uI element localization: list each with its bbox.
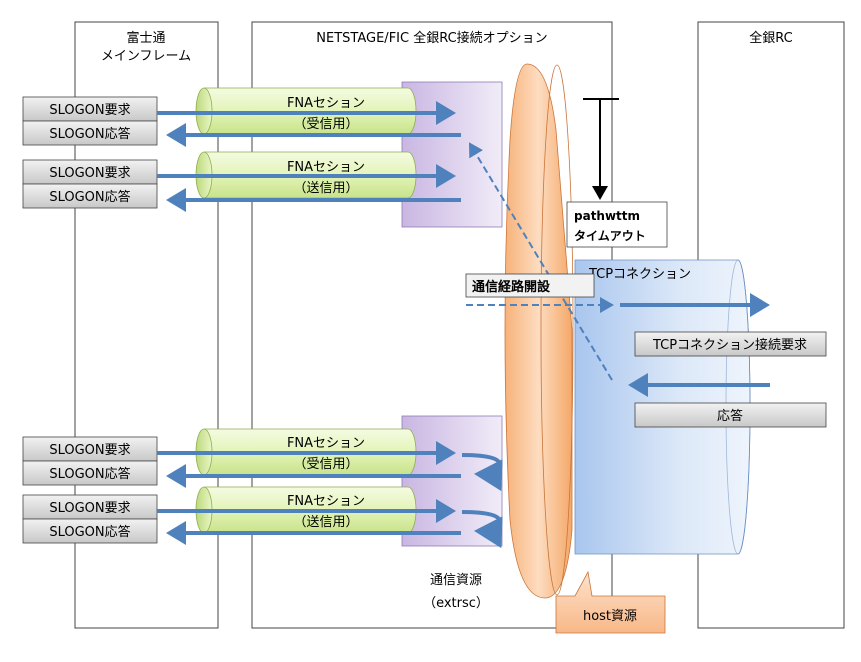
response-box [634, 402, 827, 428]
slogon-group-3: SLOGON要求 SLOGON応答 [22, 436, 158, 486]
slogon-group-2: SLOGON要求 SLOGON応答 [22, 159, 158, 209]
upper-resource-box [401, 81, 503, 228]
fna-sub-1: （受信用） [293, 117, 358, 132]
lower-resource-box [401, 415, 503, 547]
fna-label-2: FNAセション [287, 160, 365, 175]
fna-sub-4: （送信用） [293, 515, 358, 530]
dashed-diagonal-up [468, 142, 613, 381]
slogon-group-1: SLOGON要求 SLOGON応答 [22, 96, 158, 146]
tcp-connect-request-label: TCPコネクション接続要求 [652, 337, 807, 353]
response-label: 応答 [717, 408, 743, 424]
zengin-title: 全銀RC [749, 30, 792, 46]
fna-label-1: FNAセション [287, 96, 365, 111]
pathwttm-box [566, 201, 668, 248]
comm-resource-line1: 通信資源 [430, 573, 482, 588]
slogon-group-4: SLOGON要求 SLOGON応答 [22, 494, 158, 544]
host-resource-tube [504, 63, 574, 599]
tcp-connect-request-box [634, 331, 827, 357]
netstage-title: NETSTAGE/FIC 全銀RC接続オプション [316, 30, 547, 46]
pathwttm-line2: タイムアウト [574, 229, 646, 243]
route-open-box [465, 273, 595, 298]
slogon-request-3: SLOGON要求 [49, 443, 130, 458]
slogon-request-1: SLOGON要求 [49, 103, 130, 118]
fna-sub-2: （送信用） [293, 181, 358, 196]
tcp-connection-label: TCPコネクション [588, 267, 691, 282]
host-resource-label: host資源 [583, 609, 637, 624]
slogon-response-2: SLOGON応答 [49, 189, 130, 205]
slogon-response-1: SLOGON応答 [49, 126, 130, 142]
mainframe-title-line1: 富士通 [126, 30, 165, 46]
mainframe-title-line2: メインフレーム [101, 49, 191, 64]
fna-label-4: FNAセション [287, 494, 365, 509]
slogon-request-2: SLOGON要求 [49, 166, 130, 181]
fna-sub-3: （受信用） [293, 457, 358, 472]
loop-arrow-1 [461, 453, 503, 492]
route-open-label: 通信経路開設 [472, 279, 551, 295]
slogon-response-3: SLOGON応答 [49, 466, 130, 482]
slogon-response-4: SLOGON応答 [49, 524, 130, 540]
fna-label-3: FNAセション [287, 436, 365, 451]
comm-resource-line2: （extrsc） [423, 596, 489, 611]
loop-arrow-2 [461, 510, 503, 549]
pathwttm-line1: pathwttm [574, 209, 640, 223]
host-resource-callout [555, 570, 666, 634]
slogon-request-4: SLOGON要求 [49, 501, 130, 516]
